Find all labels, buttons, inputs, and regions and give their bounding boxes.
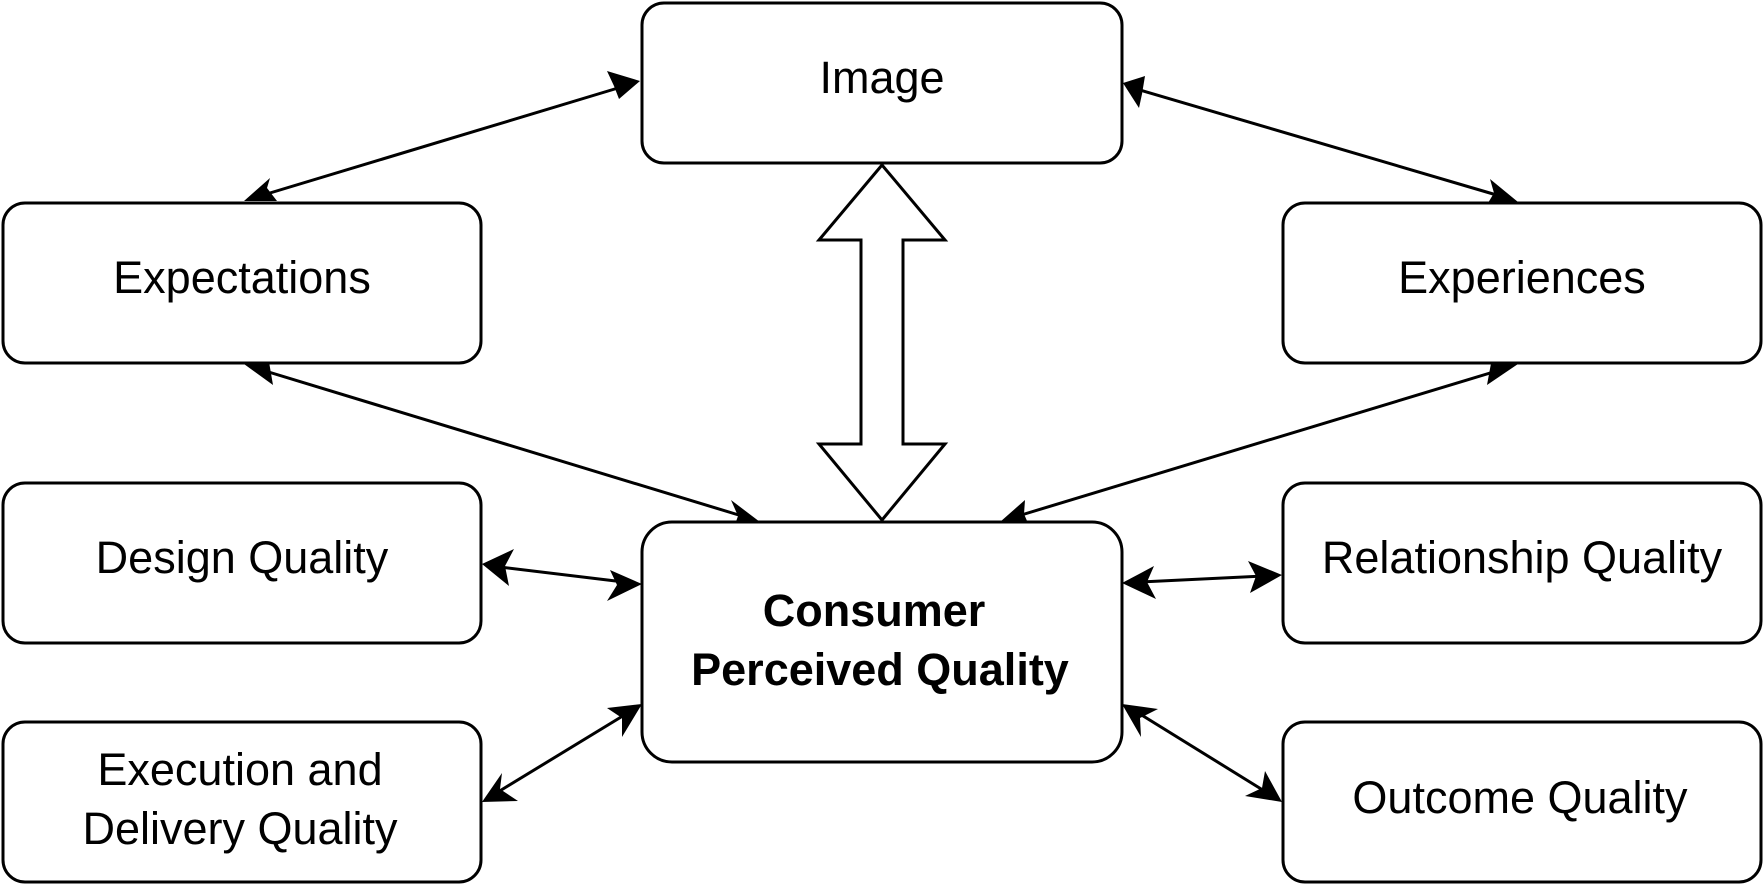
node-execution-delivery-quality: Execution and Delivery Quality <box>1 720 483 884</box>
node-experiences: Experiences <box>1281 201 1763 365</box>
connector-image-experiences <box>1123 76 1518 208</box>
arrowhead-icon <box>607 570 642 601</box>
node-outcome-quality-label: Outcome Quality <box>1352 772 1688 823</box>
node-design-quality: Design Quality <box>1 481 483 645</box>
arrowhead-icon <box>482 549 514 586</box>
arrowhead-icon <box>607 71 640 99</box>
double-block-arrow-icon <box>815 162 949 523</box>
arrowhead-icon <box>1485 179 1518 208</box>
node-execution-line2: Delivery Quality <box>82 803 398 854</box>
node-expectations: Expectations <box>1 201 483 365</box>
node-consumer-line2: Perceived Quality <box>691 644 1069 695</box>
arrowhead-icon <box>1122 566 1156 599</box>
connector-relationship-consumer <box>1122 561 1282 599</box>
node-execution-line1: Execution and <box>97 744 382 795</box>
node-image: Image <box>640 1 1124 165</box>
arrowhead-icon <box>1122 704 1158 737</box>
arrowhead-icon <box>607 704 642 737</box>
node-expectations-label: Expectations <box>113 252 371 303</box>
arrowhead-icon <box>244 178 277 201</box>
connector-expectations-image <box>244 71 640 201</box>
arrowhead-icon <box>1245 771 1282 802</box>
node-experiences-label: Experiences <box>1398 252 1646 303</box>
node-relationship-quality-label: Relationship Quality <box>1322 532 1723 583</box>
node-outcome-quality: Outcome Quality <box>1281 720 1763 884</box>
node-image-label: Image <box>819 52 944 103</box>
node-relationship-quality: Relationship Quality <box>1281 481 1763 645</box>
arrowhead-icon <box>482 773 518 802</box>
node-consumer-perceived-quality: Consumer Perceived Quality <box>640 520 1124 764</box>
connector-outcome-consumer <box>1122 704 1282 802</box>
connector-execution-consumer <box>482 704 642 802</box>
node-consumer-line1: Consumer <box>763 585 986 636</box>
arrowhead-icon <box>1123 76 1145 108</box>
connector-design-consumer <box>482 549 642 601</box>
node-design-quality-label: Design Quality <box>96 532 389 583</box>
arrowhead-icon <box>1248 561 1282 593</box>
